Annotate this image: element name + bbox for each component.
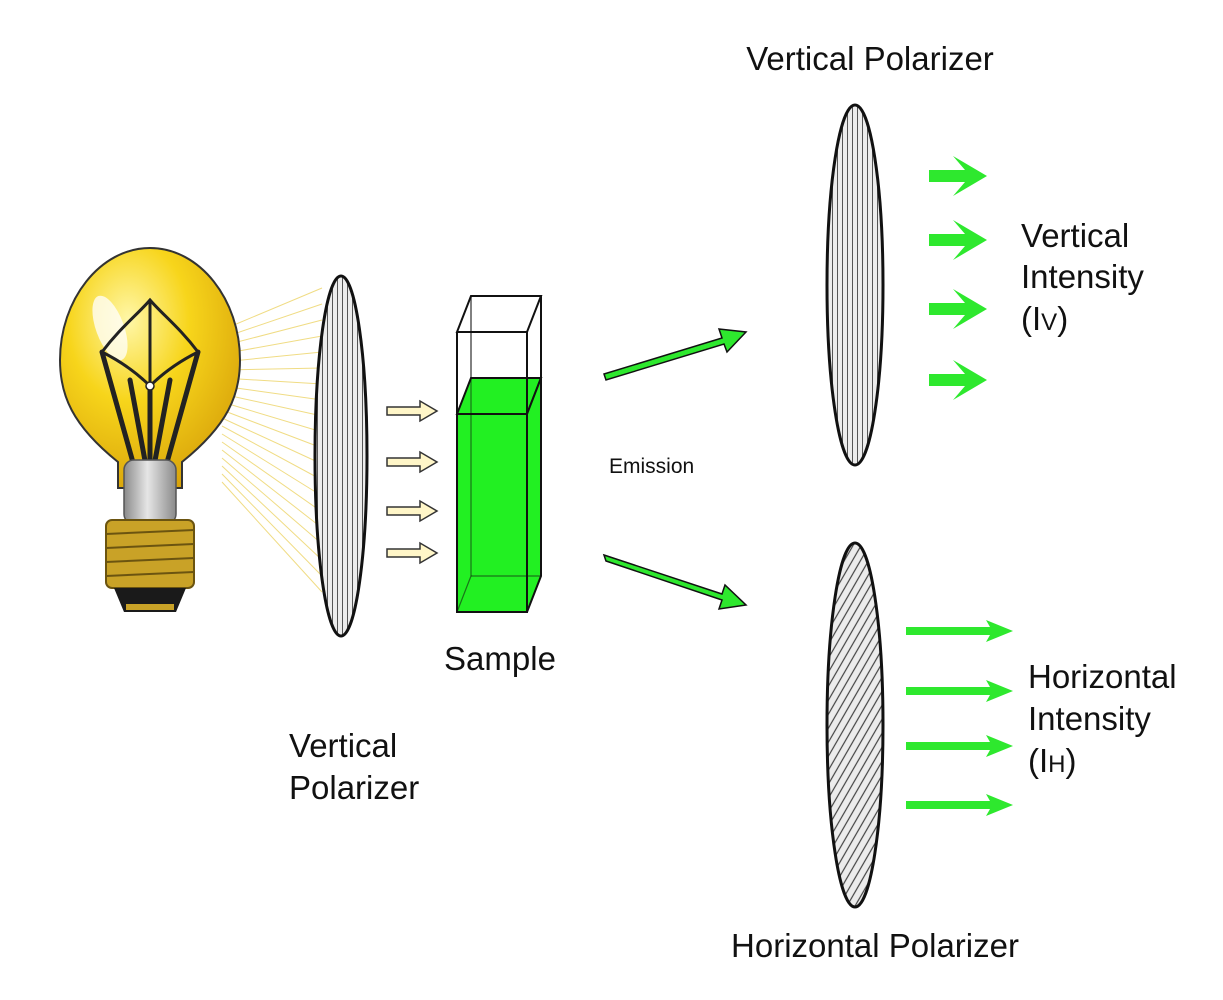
emission-horizontal-polarizer xyxy=(825,541,885,909)
horizontal-intensity-arrow xyxy=(906,620,1013,642)
emission-label: Emission xyxy=(609,455,694,478)
sample-label: Sample xyxy=(444,640,556,677)
excitation-polarizer-label: Vertical Polarizer xyxy=(289,727,419,806)
light-ray xyxy=(221,409,323,449)
light-ray xyxy=(221,465,323,561)
svg-text:(IH): (IH) xyxy=(1028,742,1077,779)
horizontal-intensity-arrows xyxy=(906,620,1013,816)
light-ray xyxy=(221,449,323,529)
light-ray xyxy=(221,425,323,481)
emission-arrow-down xyxy=(602,553,748,610)
emission-vertical-polarizer xyxy=(825,103,885,467)
svg-text:Horizontal: Horizontal xyxy=(1028,658,1177,695)
light-ray xyxy=(221,303,323,339)
svg-text:Intensity: Intensity xyxy=(1021,258,1144,295)
horizontal-intensity-arrow xyxy=(906,794,1013,816)
excitation-arrow xyxy=(386,399,439,423)
light-ray xyxy=(221,441,323,513)
horizontal-polarizer-label: Horizontal Polarizer xyxy=(731,927,1019,964)
vertical-intensity-arrows xyxy=(929,156,987,400)
emission-arrow-up xyxy=(603,328,748,381)
horizontal-intensity-arrow xyxy=(906,735,1013,757)
light-bulb-icon xyxy=(58,246,242,612)
light-ray xyxy=(221,481,323,593)
vertical-intensity-arrow xyxy=(929,360,987,400)
sample-cuvette xyxy=(455,295,543,613)
light-ray xyxy=(221,473,323,577)
vertical-intensity-arrow xyxy=(929,289,987,329)
excitation-arrow xyxy=(386,541,439,565)
light-ray xyxy=(221,417,323,465)
horizontal-intensity-label: Horizontal Intensity (IH) xyxy=(1028,658,1177,779)
excitation-arrow xyxy=(386,499,439,523)
light-ray xyxy=(221,287,323,331)
svg-text:Vertical: Vertical xyxy=(1021,217,1129,254)
light-ray xyxy=(221,401,323,433)
vertical-intensity-label: Vertical Intensity (IV) xyxy=(1021,217,1144,337)
light-ray xyxy=(221,385,323,401)
svg-text:(IV): (IV) xyxy=(1021,300,1068,337)
vertical-polarizer-top-label: Vertical Polarizer xyxy=(746,40,994,77)
light-ray xyxy=(221,457,323,545)
light-ray xyxy=(221,433,323,497)
vertical-intensity-arrow xyxy=(929,156,987,196)
excitation-arrows xyxy=(386,399,439,565)
horizontal-intensity-arrow xyxy=(906,680,1013,702)
svg-text:Vertical: Vertical xyxy=(289,727,397,764)
vertical-intensity-arrow xyxy=(929,220,987,260)
excitation-vertical-polarizer xyxy=(313,274,369,638)
light-ray xyxy=(221,393,323,417)
svg-text:Intensity: Intensity xyxy=(1028,700,1151,737)
svg-text:Polarizer: Polarizer xyxy=(289,769,419,806)
excitation-arrow xyxy=(386,450,439,474)
